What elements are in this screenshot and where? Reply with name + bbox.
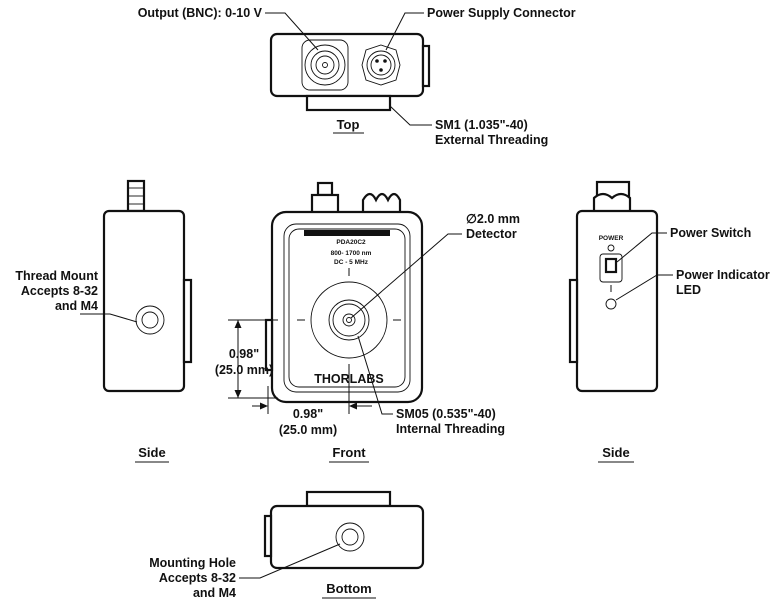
bottom-view-title: Bottom: [326, 581, 372, 596]
thread-mount-line2: Accepts 8-32: [21, 284, 98, 298]
output-leader: [265, 12, 319, 51]
power-switch-label: Power Switch: [670, 226, 751, 240]
vertical-dimension: [228, 319, 278, 399]
horizontal-dim-mm: (25.0 mm): [279, 423, 337, 437]
left-side-title: Side: [138, 445, 165, 460]
power-connector-label: Power Supply Connector: [427, 6, 576, 20]
thread-mount-leader: [80, 313, 138, 323]
sm05-label-line2: Internal Threading: [396, 422, 505, 436]
sm1-leader: [389, 105, 432, 126]
horizontal-dimension: [252, 372, 372, 414]
mounting-hole-line2: Accepts 8-32: [159, 571, 236, 585]
thread-mount-line1: Thread Mount: [15, 269, 98, 283]
thread-mount-line3: and M4: [55, 299, 98, 313]
power-led-label-line1: Power Indicator: [676, 268, 770, 282]
wavelength-label: 800- 1700 nm: [331, 250, 372, 257]
bottom-view: [263, 490, 425, 570]
front-view-title: Front: [332, 445, 366, 460]
detector-leader: [350, 233, 462, 319]
sm1-label-line1: SM1 (1.035"-40): [435, 118, 528, 132]
detector-label-line2: Detector: [466, 227, 517, 241]
power-led: [605, 298, 617, 310]
power-led-leader: [615, 274, 673, 301]
power-switch-leader: [616, 232, 667, 263]
front-view: PDA20C2 800- 1700 nm DC - 5 MHz THORLABS: [264, 181, 424, 404]
vertical-dim-in: 0.98": [229, 347, 259, 361]
horizontal-dim-in: 0.98": [293, 407, 323, 421]
vertical-dim-mm: (25.0 mm): [215, 363, 273, 377]
switch-power-marking: POWER: [599, 235, 624, 242]
top-view: [269, 32, 431, 112]
sm05-leader: [357, 335, 393, 415]
bandwidth-label: DC - 5 MHz: [334, 259, 369, 266]
detector-label-line1: ∅2.0 mm: [466, 212, 520, 226]
mounting-hole-leader: [239, 543, 341, 579]
right-side-view: POWER: [568, 180, 659, 393]
model-label: PDA20C2: [336, 239, 366, 246]
bnc-connector-top: [301, 39, 349, 91]
power-connector-top: [361, 44, 401, 86]
top-view-title: Top: [337, 117, 360, 132]
power-connector-leader: [385, 12, 424, 51]
left-side-view: [102, 179, 193, 393]
right-side-title: Side: [602, 445, 629, 460]
mounting-hole-line1: Mounting Hole: [149, 556, 236, 570]
mounting-hole-line3: and M4: [193, 586, 236, 600]
power-led-label-line2: LED: [676, 283, 701, 297]
power-switch[interactable]: [604, 257, 618, 274]
output-bnc-label: Output (BNC): 0-10 V: [138, 6, 263, 20]
sm05-label-line1: SM05 (0.535"-40): [396, 407, 496, 421]
sm1-label-line2: External Threading: [435, 133, 548, 147]
